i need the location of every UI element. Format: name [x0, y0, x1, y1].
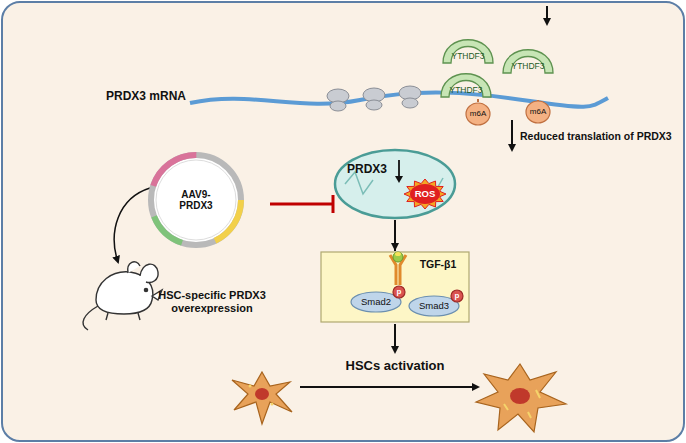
node-label: PRDX3 — [347, 163, 387, 176]
ribosomes — [327, 86, 421, 111]
node-label: m6A — [530, 108, 546, 117]
smad3-protein: Smad3 p — [408, 295, 460, 317]
cell-arrow — [300, 386, 478, 388]
node-label: p — [455, 292, 460, 301]
activation-arrow — [394, 324, 396, 352]
node-label: p — [397, 288, 402, 297]
ythdf3-protein: YTHDF3 — [440, 31, 496, 65]
smad2-protein: Smad2 p — [350, 291, 402, 313]
node-label: TGF-β1 — [420, 259, 457, 271]
ythdf3-protein: YTHDF3 — [500, 41, 556, 75]
phospho-mark: p — [450, 289, 464, 303]
translation-arrow — [511, 120, 513, 150]
m6a-stem — [477, 99, 479, 102]
ros-burst: ROS — [403, 178, 447, 210]
ythdf3-protein: YTHDF3 — [438, 65, 494, 99]
mitochondrion-shape — [333, 148, 457, 220]
inhibition-connector — [270, 195, 333, 213]
node-label: YTHDF3 — [511, 62, 544, 71]
outcome-label: HSCs activation — [346, 359, 445, 374]
m6a-mark: m6A — [525, 100, 551, 124]
m6a-mark: m6A — [465, 102, 491, 126]
node-label: Smad2 — [361, 297, 391, 307]
step-label: Reduced translation of PRDX3 — [520, 130, 672, 142]
increase-arrow — [546, 6, 548, 24]
arrow-connector — [391, 220, 399, 251]
node-label: ROS — [415, 189, 436, 199]
aav9-plasmid: AAV9-PRDX3 — [146, 150, 246, 250]
injection-arrow — [114, 188, 150, 262]
node-label: YTHDF3 — [451, 52, 484, 61]
treatment-label: HSC-specific PRDX3 overexpression — [151, 289, 273, 314]
mouse-figure — [83, 262, 162, 330]
phospho-mark: p — [392, 285, 406, 299]
node-label: YTHDF3 — [449, 86, 482, 95]
tgf-signaling-box: TGF-β1Smad2 pSmad3 p — [320, 251, 470, 323]
node-label: AAV9-PRDX3 — [167, 188, 225, 212]
mrna-label: PRDX3 mRNA — [106, 90, 186, 104]
mitochondrion: PRDX3ROS — [333, 148, 457, 220]
node-label: m6A — [470, 110, 486, 119]
node-label: Smad3 — [419, 301, 449, 311]
activated-hsc — [476, 364, 566, 432]
quiescent-hsc — [232, 372, 292, 424]
